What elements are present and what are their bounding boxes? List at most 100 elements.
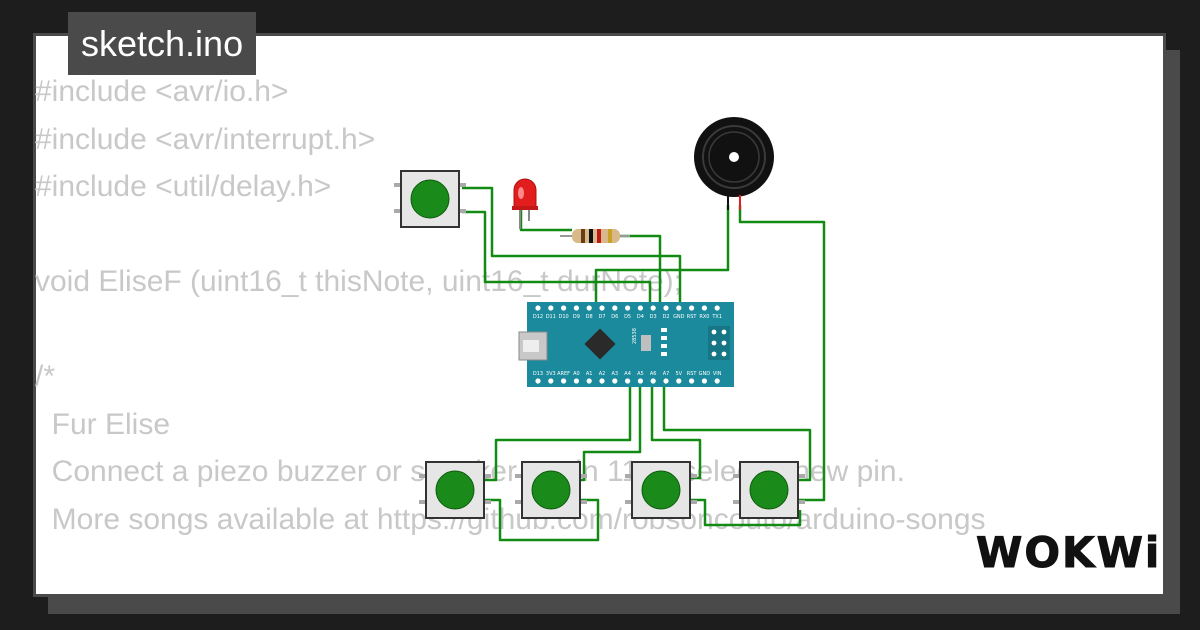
header-pin[interactable] — [573, 305, 580, 311]
header-pin[interactable] — [650, 305, 656, 311]
header-pin[interactable] — [663, 305, 669, 311]
header-pin[interactable] — [612, 378, 618, 384]
pin-label: D13 — [533, 371, 543, 377]
button-cap — [641, 470, 681, 510]
button-cap — [435, 470, 475, 510]
wire — [690, 498, 802, 527]
led-leg — [519, 205, 521, 229]
header-pin[interactable] — [599, 378, 605, 384]
resistor-band — [597, 229, 601, 243]
buzzer-ring — [702, 125, 766, 189]
pin-label: TX1 — [711, 314, 722, 320]
header-pin[interactable] — [573, 378, 580, 384]
pushbutton-1[interactable] — [419, 461, 491, 519]
header-pin[interactable] — [586, 305, 592, 311]
pin-label: D9 — [573, 314, 580, 320]
pin-label: 3V3 — [546, 371, 556, 377]
pin-label: A3 — [611, 371, 618, 377]
header-pin[interactable] — [701, 305, 708, 311]
button-leg — [689, 500, 697, 504]
header-pin[interactable] — [625, 378, 631, 384]
pin-row-bottom — [535, 378, 720, 384]
button-leg — [579, 500, 587, 504]
wire — [485, 380, 632, 482]
wire — [738, 205, 826, 502]
header-pin[interactable] — [625, 305, 631, 311]
header-pin[interactable] — [561, 378, 567, 384]
icsp-header — [708, 326, 730, 360]
header-pin[interactable] — [599, 305, 605, 311]
led-body — [513, 178, 537, 209]
pin-label: RST — [687, 314, 698, 320]
pushbutton-2[interactable] — [515, 461, 587, 519]
pin-label: GND — [673, 314, 685, 320]
button-leg — [483, 474, 491, 478]
pin-label: A6 — [650, 371, 657, 377]
header-pin[interactable] — [676, 378, 682, 384]
wire — [620, 234, 662, 308]
pin-label: A0 — [573, 371, 580, 377]
button-leg — [689, 474, 697, 478]
pushbutton-top[interactable] — [394, 170, 466, 228]
button-leg — [797, 474, 805, 478]
led-glare — [518, 187, 524, 199]
button-leg — [458, 209, 466, 213]
pin-label: D11 — [546, 314, 556, 320]
led-rim — [512, 206, 538, 210]
pin-label: AREF — [557, 371, 570, 377]
file-name-tab: sketch.ino — [68, 12, 257, 75]
code-line: Fur Elise — [35, 407, 171, 441]
button-cap — [410, 179, 450, 219]
header-pin[interactable] — [663, 378, 669, 384]
buzzer-hole — [729, 152, 739, 162]
pushbutton-3[interactable] — [625, 461, 697, 519]
chip-label: 28538 — [632, 328, 638, 344]
red-led[interactable] — [512, 178, 538, 229]
button-leg — [733, 474, 741, 478]
header-pin[interactable] — [689, 305, 695, 311]
pin-label: D5 — [624, 314, 631, 320]
pushbutton-4[interactable] — [733, 461, 805, 519]
header-pin[interactable] — [689, 378, 695, 384]
pin-row-top — [535, 305, 720, 311]
wire — [594, 205, 730, 308]
resistor-band — [608, 229, 612, 243]
wire — [462, 210, 652, 308]
button-leg — [394, 209, 402, 213]
pin-label: A1 — [586, 371, 593, 377]
header-pin[interactable] — [535, 305, 541, 311]
button-leg — [483, 500, 491, 504]
header-pin[interactable] — [561, 305, 567, 311]
header-pin[interactable] — [701, 378, 708, 384]
code-line: #include <util/delay.h> — [35, 170, 332, 203]
led-leg — [528, 205, 530, 221]
wire — [462, 186, 682, 308]
header-pin[interactable] — [637, 378, 644, 384]
pin-label: RX0 — [699, 314, 709, 320]
pin-label: D7 — [598, 314, 605, 320]
button-leg — [625, 500, 633, 504]
button-leg — [515, 474, 523, 478]
buzzer-ring — [708, 131, 760, 183]
header-pin[interactable] — [650, 378, 656, 384]
wires — [462, 186, 826, 542]
header-pin[interactable] — [586, 378, 592, 384]
button-leg — [797, 500, 805, 504]
header-pin[interactable] — [612, 305, 618, 311]
header-pin[interactable] — [535, 378, 541, 384]
header-pin[interactable] — [676, 305, 682, 311]
pin-label: D4 — [637, 314, 644, 320]
header-pin[interactable] — [637, 305, 644, 311]
header-pin[interactable] — [548, 378, 554, 384]
piezo-buzzer[interactable] — [694, 117, 774, 210]
code-line: #include <avr/io.h> — [35, 75, 289, 108]
pin-label: A4 — [624, 371, 631, 377]
mcu-chip — [584, 328, 616, 360]
header-pin[interactable] — [714, 378, 720, 384]
resistor[interactable] — [560, 229, 630, 243]
header-pin[interactable] — [548, 305, 554, 311]
header-pin[interactable] — [714, 305, 720, 311]
